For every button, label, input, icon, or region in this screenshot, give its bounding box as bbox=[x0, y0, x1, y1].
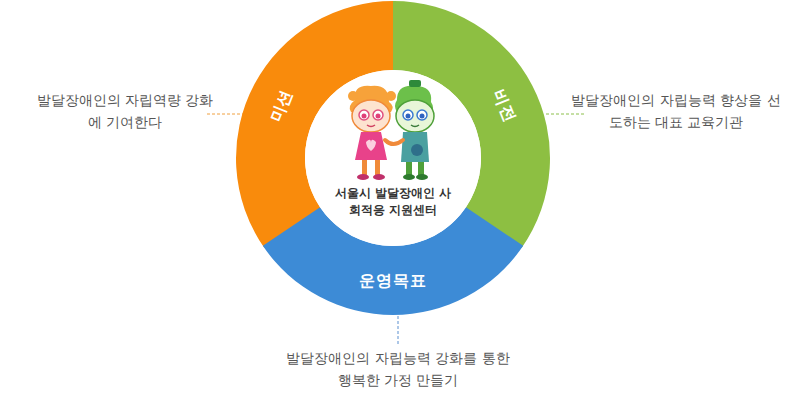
center-circle: 서울시 발달장애인 사회적응 지원센터 bbox=[305, 70, 481, 246]
desc: 발달장애인의 자립능력 향상을 선도하는 대표 교육기관 bbox=[571, 89, 781, 133]
center-text: 서울시 발달장애인 사회적응 지원센터 bbox=[334, 185, 452, 219]
desc: 발달장애인의 자립역량 강화에 기여한다 bbox=[36, 89, 214, 133]
leader-line bbox=[546, 114, 584, 115]
holding-hands bbox=[385, 140, 403, 144]
girl-figure bbox=[348, 86, 396, 180]
desc: 발달장애인의 자립능력 강화를 통한 행복한 가정 만들기 bbox=[278, 347, 518, 391]
center-disc bbox=[305, 70, 481, 246]
boy-figure bbox=[395, 80, 434, 180]
center-illustration bbox=[305, 70, 481, 246]
leader-line bbox=[398, 316, 399, 344]
leader-line bbox=[207, 114, 244, 115]
seg-name: 운영목표 bbox=[359, 270, 427, 291]
